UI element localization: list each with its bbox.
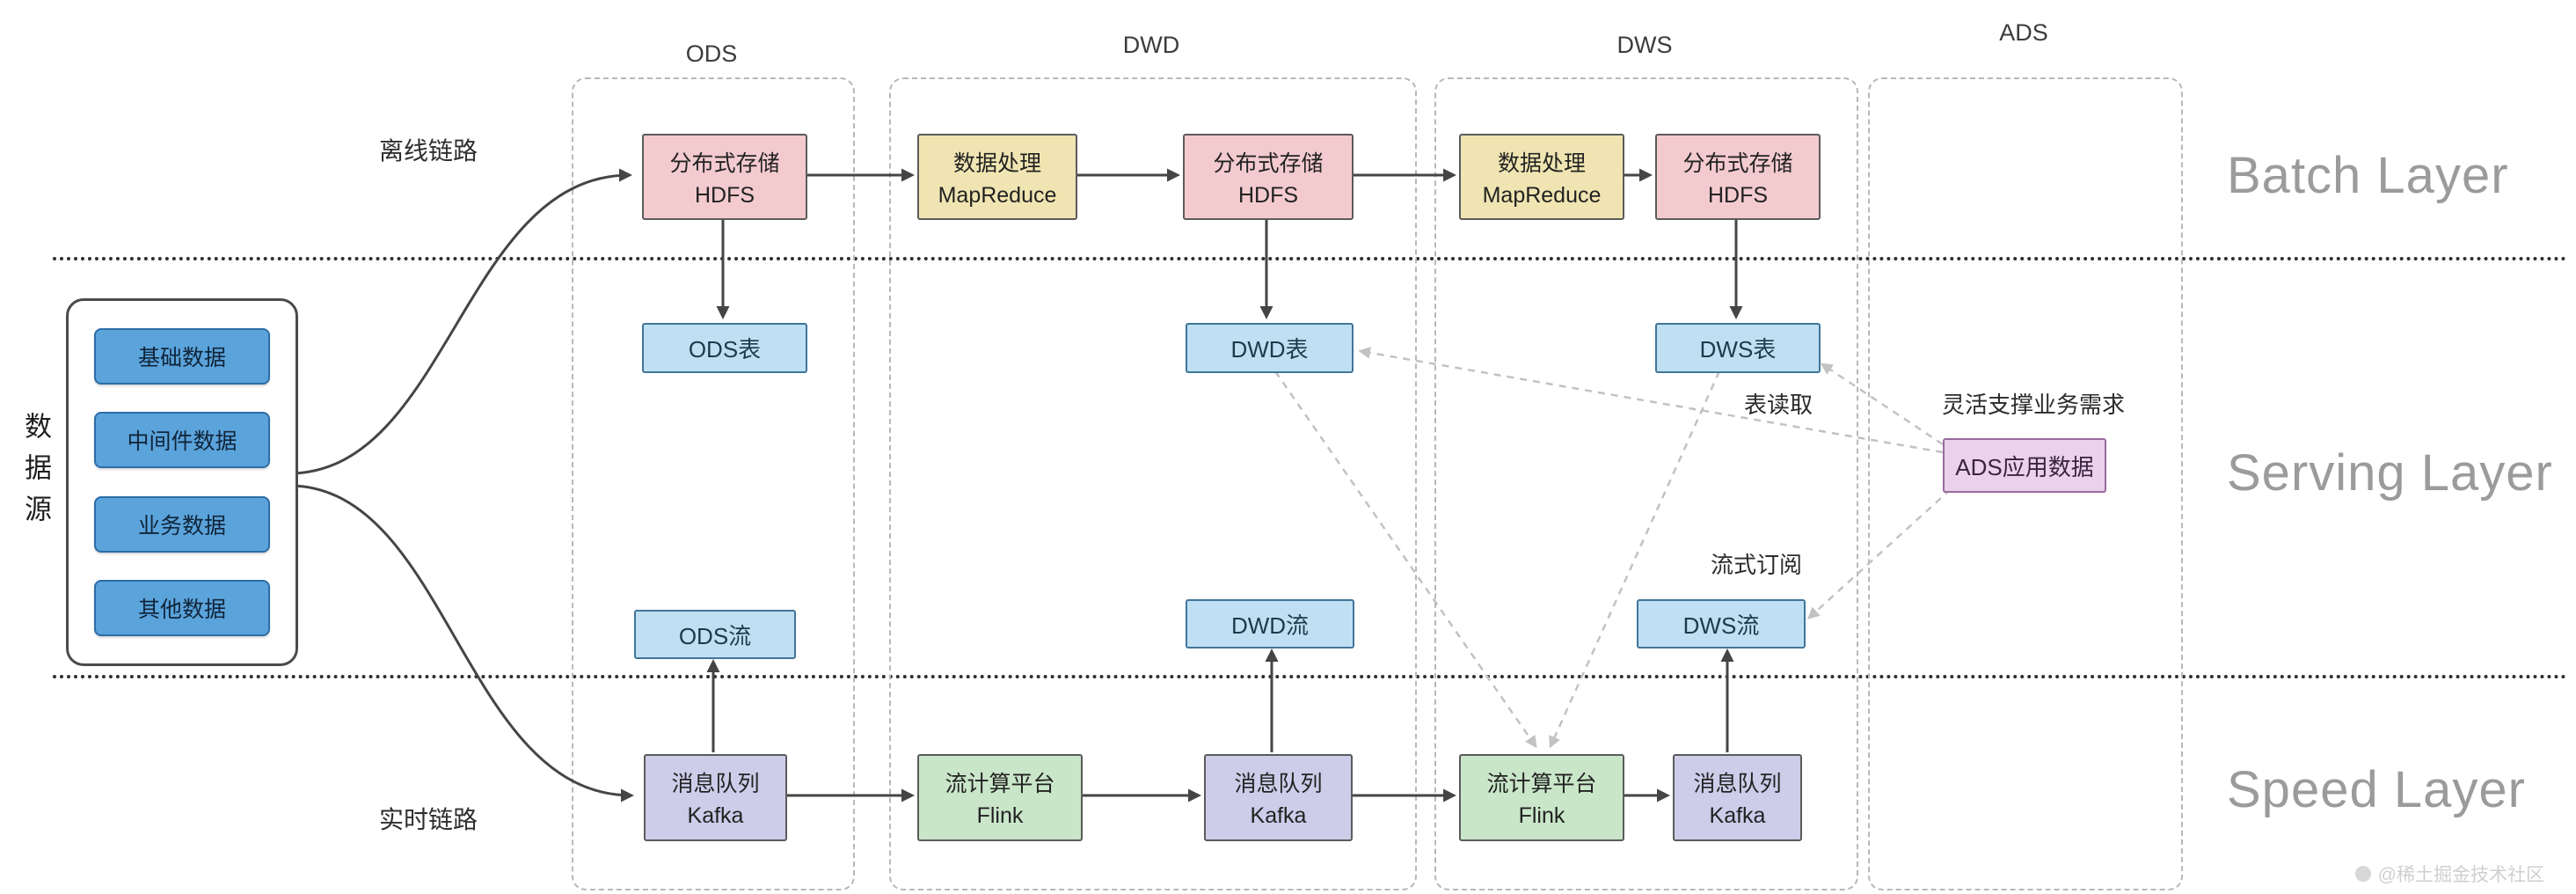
source-item-middleware-data: 中间件数据 (94, 412, 270, 469)
arrow-source-to-hdfs1 (292, 168, 632, 475)
dws-table-box: DWS表 (1655, 323, 1821, 373)
watermark-text: @稀土掘金技术社区 (2377, 865, 2544, 885)
flexible-support-annotation: 灵活支撑业务需求 (1941, 392, 2126, 418)
source-item-basic-data: 基础数据 (94, 328, 270, 385)
node-tech-label: HDFS (694, 182, 755, 208)
batch-serving-divider (53, 257, 2568, 260)
dashed-arrow-dws-table-to-flink2 (1549, 370, 1721, 749)
dwd-stream-box: DWD流 (1186, 599, 1354, 649)
node-kafka-2: 消息队列 Kafka (1204, 754, 1353, 841)
node-label: 分布式存储 (669, 150, 780, 176)
dashed-arrow-ads-to-dws-stream (1806, 488, 1952, 619)
dashed-arrow-dwd-table-to-flink2 (1273, 370, 1537, 749)
node-tech-label: Flink (976, 803, 1024, 828)
ods-table-box: ODS表 (642, 323, 807, 373)
node-hdfs-ods: 分布式存储 HDFS (642, 134, 807, 220)
serving-layer-label: Serving Layer (2227, 444, 2553, 502)
node-label: 分布式存储 (1213, 150, 1324, 176)
node-tech-label: Kafka (687, 803, 744, 828)
node-hdfs-dws: 分布式存储 HDFS (1655, 134, 1821, 220)
ads-column-box (1868, 77, 2183, 890)
dws-column-header: DWS (1616, 32, 1673, 58)
watermark-logo-icon (2354, 866, 2371, 882)
dws-stream-box: DWS流 (1637, 599, 1806, 649)
node-label: 数据处理 (952, 150, 1041, 176)
node-hdfs-dwd: 分布式存储 HDFS (1183, 134, 1354, 220)
node-kafka-3: 消息队列 Kafka (1673, 754, 1802, 841)
serving-speed-divider (53, 675, 2568, 678)
node-tech-label: Flink (1518, 803, 1565, 828)
table-read-annotation: 表读取 (1743, 392, 1813, 418)
node-tech-label: MapReduce (938, 182, 1057, 208)
dws-column-box (1434, 77, 1858, 890)
node-mapreduce-1: 数据处理 MapReduce (917, 134, 1077, 220)
dashed-arrow-ads-to-dws-table (1820, 363, 1944, 446)
dwd-column-header: DWD (1122, 32, 1180, 58)
dwd-column-box (889, 77, 1417, 890)
batch-layer-label: Batch Layer (2227, 147, 2509, 204)
dwd-table-box: DWD表 (1186, 323, 1354, 373)
node-label: 消息队列 (1693, 772, 1782, 796)
node-mapreduce-2: 数据处理 MapReduce (1459, 134, 1624, 220)
arrow-source-to-kafka1 (292, 484, 634, 802)
watermark: @稀土掘金技术社区 (2354, 861, 2544, 887)
node-tech-label: HDFS (1237, 182, 1299, 208)
node-tech-label: Kafka (1250, 803, 1307, 828)
offline-link-label: 离线链路 (378, 137, 478, 165)
node-flink-2: 流计算平台 Flink (1459, 754, 1624, 841)
node-label: 流计算平台 (945, 772, 1055, 796)
node-label: 消息队列 (671, 772, 760, 796)
node-tech-label: HDFS (1707, 182, 1769, 208)
node-tech-label: MapReduce (1482, 182, 1602, 208)
node-label: 数据处理 (1497, 150, 1586, 176)
source-item-other-data: 其他数据 (94, 579, 270, 636)
stream-subscribe-annotation: 流式订阅 (1710, 552, 1803, 578)
ods-stream-box: ODS流 (634, 610, 796, 659)
ads-column-header: ADS (1999, 19, 2048, 46)
ods-column-header: ODS (685, 40, 738, 67)
dashed-arrow-ads-to-dwd-table (1358, 347, 1944, 454)
node-label: 分布式存储 (1682, 150, 1793, 176)
data-source-panel: 基础数据 中间件数据 业务数据 其他数据 (66, 298, 298, 666)
data-source-vertical-label: 数据源 (20, 412, 51, 536)
speed-layer-label: Speed Layer (2227, 761, 2526, 818)
ads-app-data-box: ADS应用数据 (1943, 438, 2106, 493)
realtime-link-label: 实时链路 (378, 806, 478, 833)
node-label: 流计算平台 (1486, 772, 1597, 796)
source-item-business-data: 业务数据 (94, 495, 270, 553)
node-flink-1: 流计算平台 Flink (917, 754, 1083, 841)
node-label: 消息队列 (1234, 772, 1323, 796)
node-kafka-1: 消息队列 Kafka (644, 754, 787, 841)
node-tech-label: Kafka (1709, 803, 1766, 828)
ods-column-box (572, 77, 855, 890)
